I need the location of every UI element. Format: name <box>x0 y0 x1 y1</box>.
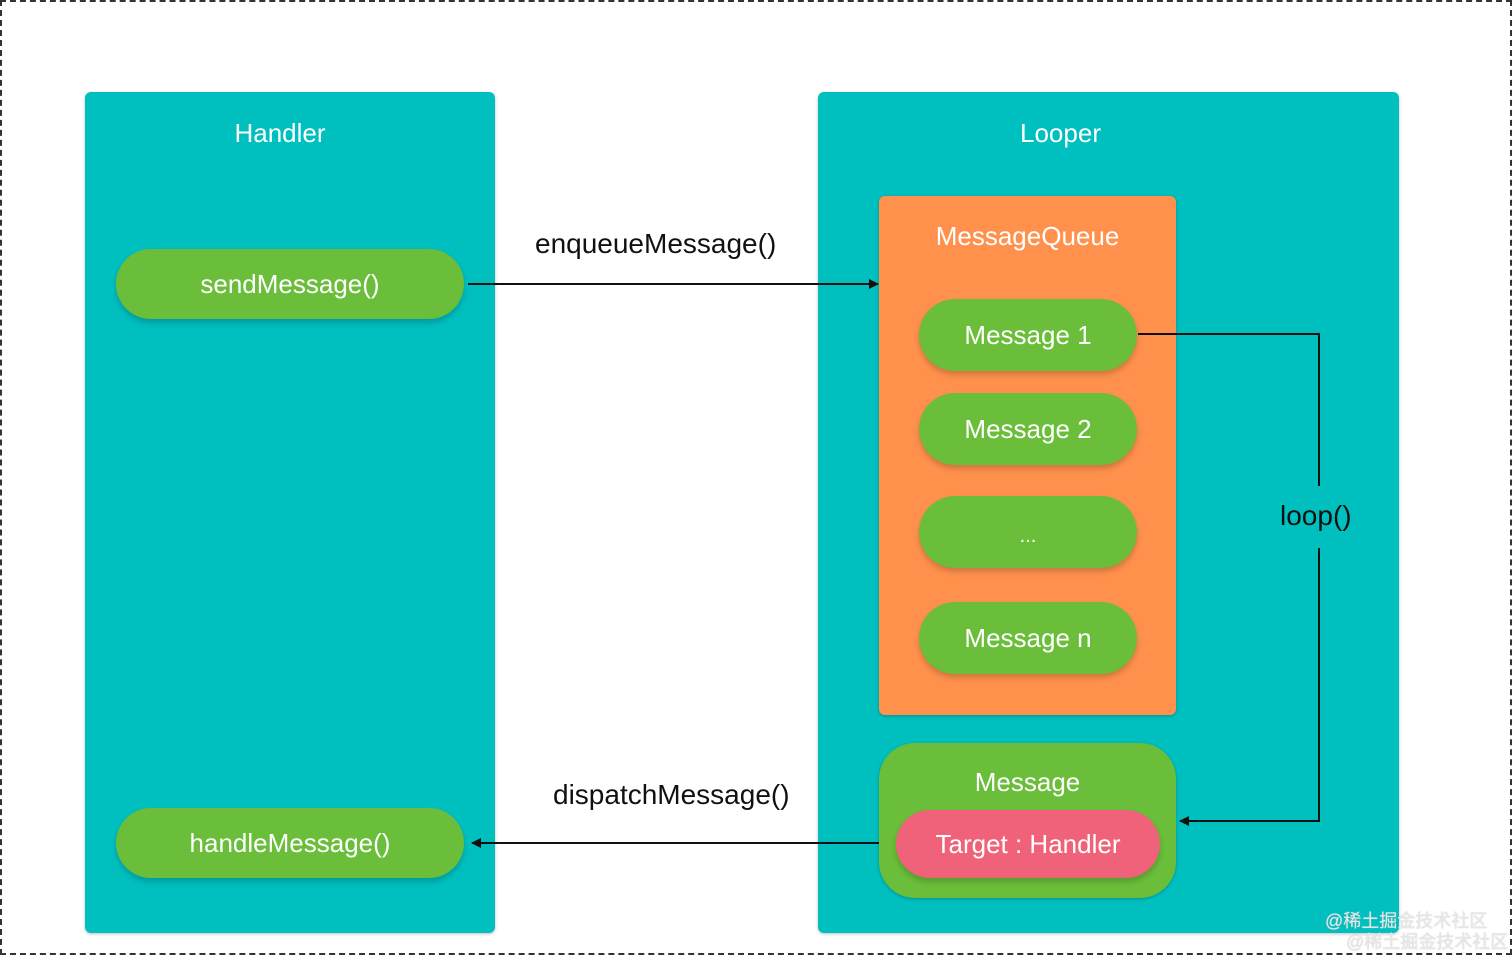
loop-arrow-lower <box>1179 548 1320 826</box>
handler-panel: Handler <box>85 92 495 933</box>
queue-message-item: Message 1 <box>919 299 1137 371</box>
message-queue-title: MessageQueue <box>935 221 1120 251</box>
dispatch-label: dispatchMessage() <box>553 779 790 810</box>
queue-message-item: ... <box>919 496 1137 568</box>
watermark-text-shadow: @稀土掘金技术社区 <box>1346 932 1509 952</box>
looper-title: Looper <box>1020 118 1101 148</box>
enqueue-label: enqueueMessage() <box>535 228 777 259</box>
handler-title: Handler <box>234 118 326 148</box>
target-handler-node: Target : Handler <box>896 810 1160 878</box>
send-message-node: sendMessage() <box>116 249 464 319</box>
queue-message-item: Message 2 <box>919 393 1137 465</box>
loop-line-upper <box>1138 333 1320 486</box>
loop-label: loop() <box>1280 500 1352 531</box>
handle-message-node: handleMessage() <box>116 808 464 878</box>
dispatched-message-title: Message <box>974 767 1081 797</box>
queue-message-item: Message n <box>919 602 1137 674</box>
watermark-text: @稀土掘金技术社区 <box>1325 911 1488 931</box>
